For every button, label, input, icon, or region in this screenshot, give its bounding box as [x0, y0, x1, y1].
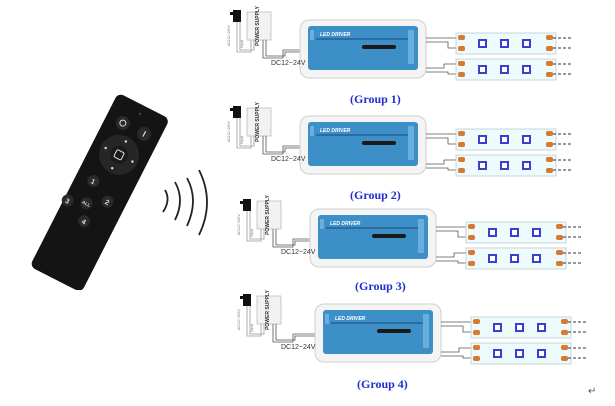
group-2-diagram: POWER SUPPLY AC110~220V Input LED DRIVER — [227, 102, 427, 175]
led-driver: LED DRIVER — [309, 208, 437, 268]
voltage-label: DC12~24V — [271, 156, 306, 163]
solder-pad — [458, 168, 465, 173]
solder-pad — [473, 319, 480, 324]
power-supply: POWER SUPPLY — [256, 290, 282, 330]
solder-pad — [458, 72, 465, 77]
svg-text:POWER SUPPLY: POWER SUPPLY — [255, 102, 261, 142]
svg-text:Input: Input — [250, 324, 254, 332]
group-1-diagram: POWER SUPPLY AC110~220V Input LED DRIVER — [227, 6, 427, 79]
solder-pad — [556, 261, 563, 266]
remote-control: 1 2 ALL 3 4 — [31, 94, 168, 290]
svg-text:Input: Input — [240, 40, 244, 48]
svg-text:ALL: ALL — [81, 200, 91, 209]
svg-text:LED DRIVER: LED DRIVER — [320, 32, 351, 38]
svg-text:3: 3 — [64, 198, 71, 206]
svg-text:POWER SUPPLY: POWER SUPPLY — [255, 6, 261, 46]
solder-pad — [546, 168, 553, 173]
svg-text:LED DRIVER: LED DRIVER — [335, 316, 366, 322]
solder-pad — [468, 250, 475, 255]
power-supply: POWER SUPPLY — [246, 6, 272, 46]
plug-icon — [233, 106, 241, 118]
svg-text:POWER SUPPLY: POWER SUPPLY — [265, 195, 271, 235]
solder-pad — [546, 72, 553, 77]
svg-text:AC110~220V: AC110~220V — [227, 25, 231, 46]
remote-body — [31, 94, 168, 290]
solder-pad — [458, 131, 465, 136]
solder-pad — [556, 224, 563, 229]
led-driver: LED DRIVER — [299, 19, 427, 79]
remote-led — [138, 112, 141, 115]
group-label: (Group 2) — [350, 188, 401, 202]
svg-text:AC110~220V: AC110~220V — [227, 121, 231, 142]
group-4-diagram: POWER SUPPLY AC110~220V Input LED DRIVER — [237, 290, 442, 363]
solder-pad — [546, 35, 553, 40]
svg-text:LED DRIVER: LED DRIVER — [320, 128, 351, 134]
svg-text:Input: Input — [240, 136, 244, 144]
voltage-label: DC12~24V — [281, 249, 316, 256]
solder-pad — [561, 356, 568, 361]
solder-pad — [546, 142, 553, 147]
plug-icon — [243, 199, 251, 211]
solder-pad — [458, 142, 465, 147]
led-strip — [426, 32, 572, 55]
solder-pad — [556, 235, 563, 240]
group-label: (Group 1) — [350, 92, 401, 106]
led-strip — [436, 247, 582, 270]
led-strip — [441, 316, 587, 339]
power-on-button — [115, 116, 130, 131]
group-3-diagram: POWER SUPPLY AC110~220V Input LED DRIVER — [237, 195, 437, 268]
group3-button — [61, 194, 74, 207]
solder-pad — [473, 356, 480, 361]
solder-pad — [468, 261, 475, 266]
solder-pad — [473, 330, 480, 335]
solder-pad — [546, 157, 553, 162]
group2-button — [101, 195, 114, 208]
solder-pad — [561, 330, 568, 335]
solder-pad — [561, 319, 568, 324]
svg-text:AC110~220V: AC110~220V — [237, 214, 241, 235]
power-supply: POWER SUPPLY — [256, 195, 282, 235]
group1-button — [87, 175, 100, 188]
solder-pad — [458, 46, 465, 51]
solder-pad — [458, 61, 465, 66]
group-label: (Group 3) — [355, 279, 406, 293]
svg-text:AC110~220V: AC110~220V — [237, 309, 241, 330]
solder-pad — [556, 250, 563, 255]
led-strip — [426, 154, 572, 177]
solder-pad — [468, 235, 475, 240]
solder-pad — [473, 345, 480, 350]
solder-pad — [468, 224, 475, 229]
svg-text:4: 4 — [80, 219, 87, 227]
led-strip — [426, 128, 572, 151]
solder-pad — [546, 131, 553, 136]
led-strip — [436, 221, 582, 244]
led-driver: LED DRIVER — [314, 303, 442, 363]
solder-pad — [561, 345, 568, 350]
solder-pad — [458, 35, 465, 40]
all-button — [80, 197, 93, 210]
solder-pad — [546, 61, 553, 66]
led-strip — [426, 58, 572, 81]
solder-pad — [546, 46, 553, 51]
plug-icon — [243, 294, 251, 306]
svg-text:POWER SUPPLY: POWER SUPPLY — [265, 290, 271, 330]
svg-text:1: 1 — [89, 178, 96, 186]
led-driver: LED DRIVER — [299, 115, 427, 175]
solder-pad — [458, 157, 465, 162]
paragraph-mark: ↵ — [588, 386, 597, 397]
power-supply: POWER SUPPLY — [246, 102, 272, 142]
group4-button — [78, 215, 91, 228]
center-button — [110, 145, 129, 164]
voltage-label: DC12~24V — [271, 60, 306, 67]
group-label: (Group 4) — [357, 377, 408, 391]
voltage-label: DC12~24V — [281, 344, 316, 351]
plug-icon — [233, 10, 241, 22]
svg-text:LED DRIVER: LED DRIVER — [330, 221, 361, 227]
svg-text:2: 2 — [104, 199, 111, 207]
led-strip — [441, 342, 587, 365]
svg-text:Input: Input — [250, 229, 254, 237]
signal-waves-icon — [162, 170, 208, 236]
